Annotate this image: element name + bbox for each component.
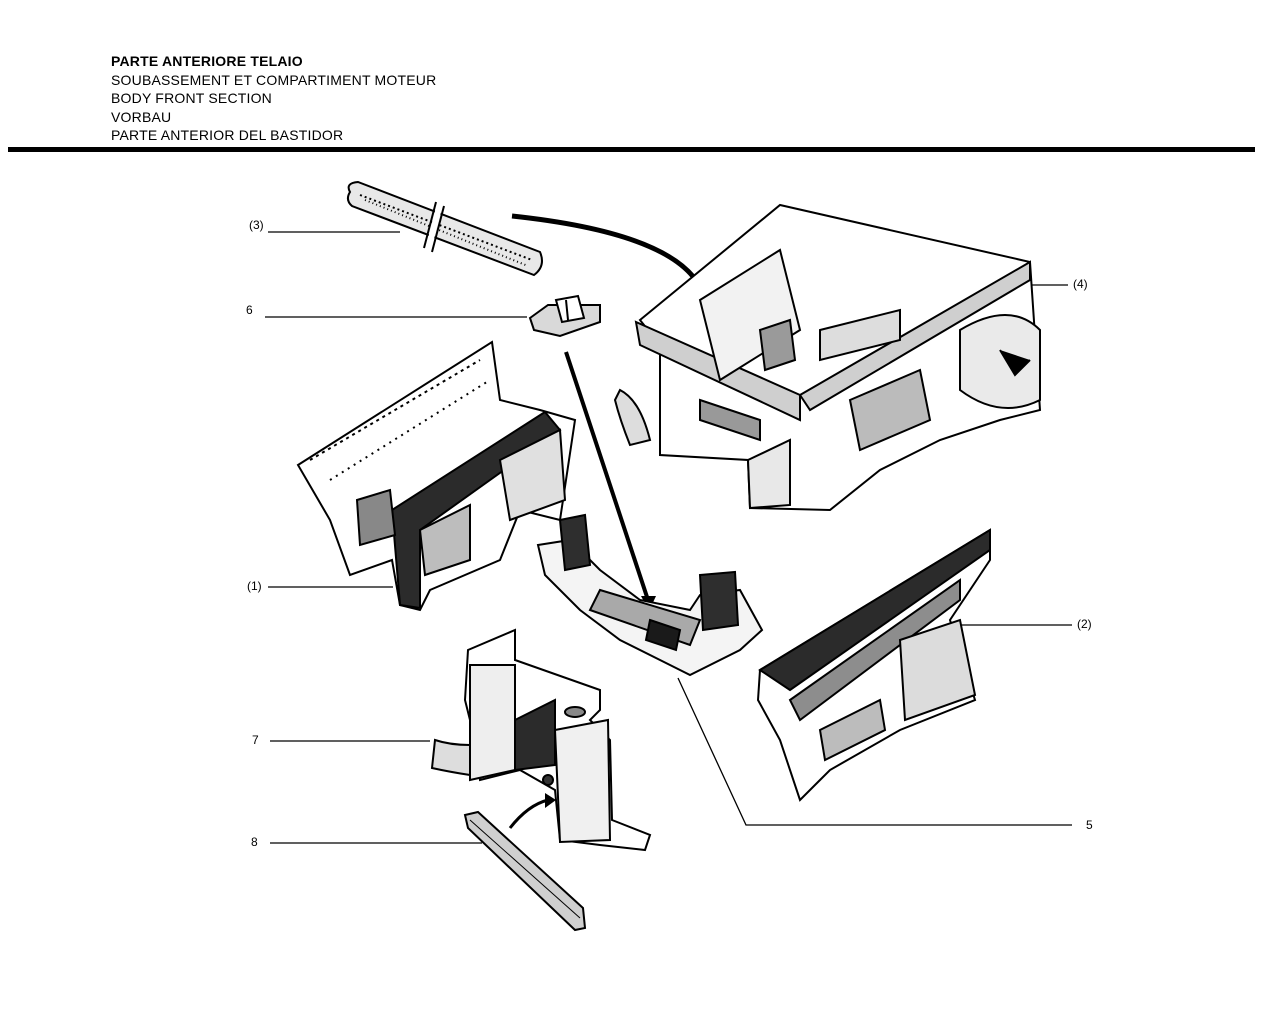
seal-strip-part [346, 180, 543, 277]
callout-2: (2) [1077, 617, 1092, 631]
callout-5: 5 [1086, 818, 1093, 832]
title-german: VORBAU [111, 108, 172, 125]
callout-7: 7 [252, 733, 259, 747]
header-rule [8, 147, 1255, 152]
arrow-strip-to-panel [508, 798, 549, 829]
arrow-strip-to-panel-head [545, 793, 556, 808]
bracket-part [528, 294, 601, 338]
title-spanish: PARTE ANTERIOR DEL BASTIDOR [111, 127, 344, 143]
front-panel-reinforcement-part [430, 628, 652, 852]
title-italian: PARTE ANTERIORE TELAIO [111, 53, 303, 69]
title-french: SOUBASSEMENT ET COMPARTIMENT MOTEUR [111, 71, 437, 88]
arrow-bracket-to-mount [564, 351, 650, 601]
cross-member-strip-part [463, 810, 587, 932]
front-section-assembly-part [613, 203, 1042, 512]
leader-5 [677, 677, 1072, 826]
engine-mount-crossmember-part [536, 513, 764, 677]
page-header: PARTE ANTERIORE TELAIO SOUBASSEMENT ET C… [111, 52, 436, 145]
callout-8: 8 [251, 835, 258, 849]
callout-3: (3) [249, 218, 264, 232]
callout-1: (1) [247, 579, 262, 593]
callout-6: 6 [246, 303, 253, 317]
title-english: BODY FRONT SECTION [111, 90, 272, 106]
callout-4: (4) [1073, 277, 1088, 291]
left-inner-wing-part [296, 340, 577, 612]
right-inner-wing-part [756, 528, 991, 802]
